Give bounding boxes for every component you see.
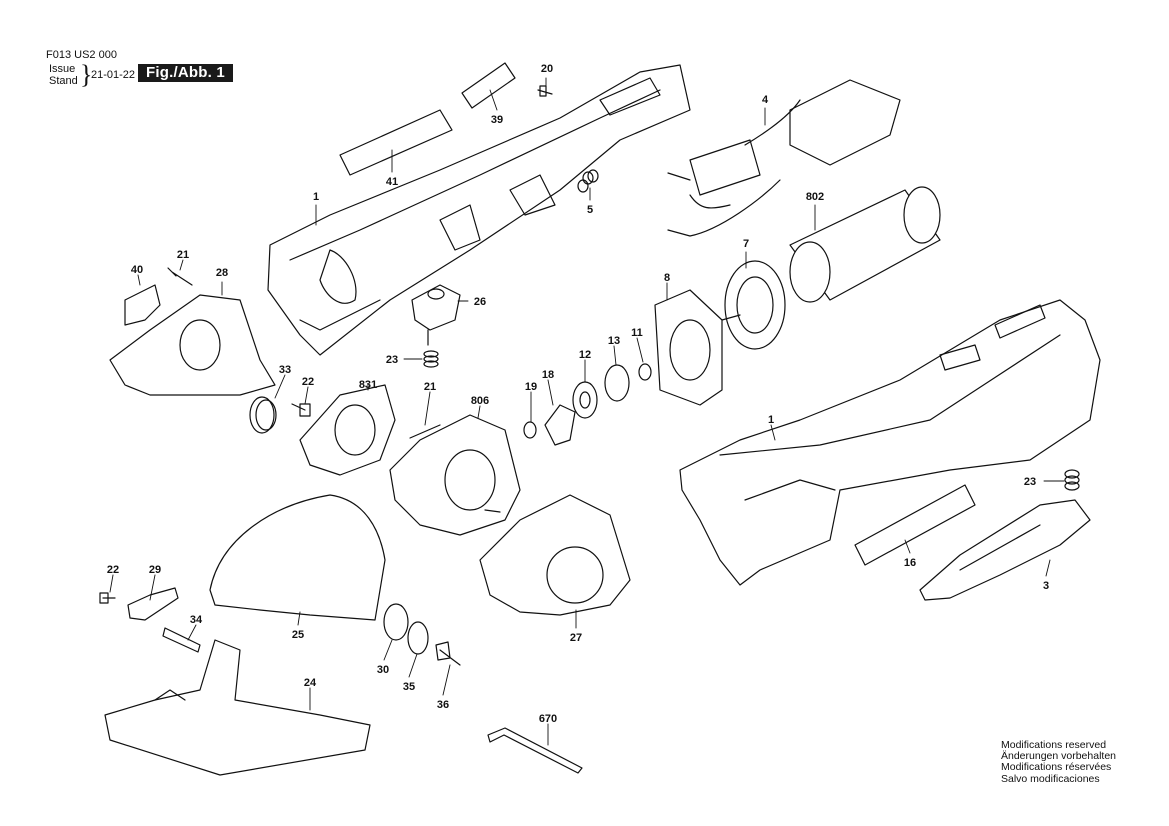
part-number-label: 33 bbox=[279, 364, 291, 376]
base-plate-part bbox=[104, 639, 371, 776]
part-number-label: 3 bbox=[1043, 580, 1049, 592]
label-sticker-part bbox=[854, 484, 976, 566]
bearing-part bbox=[572, 381, 598, 419]
motor-part bbox=[789, 186, 941, 303]
spring-part bbox=[577, 169, 599, 193]
bolt-part bbox=[162, 627, 201, 653]
switch-wiring-part bbox=[667, 79, 901, 237]
part-number-label: 1 bbox=[768, 414, 774, 426]
part-number-label: 806 bbox=[471, 395, 489, 407]
part-number-label: 8 bbox=[664, 272, 670, 284]
part-number-label: 831 bbox=[359, 379, 377, 391]
part-number-label: 23 bbox=[1024, 476, 1036, 488]
part-number-label: 4 bbox=[762, 94, 769, 106]
bevel-pinion-part bbox=[544, 404, 576, 446]
housing-shell-lower-part bbox=[679, 299, 1101, 586]
notice-line: Modifications reserved bbox=[1001, 739, 1107, 751]
part-number-label: 13 bbox=[608, 335, 620, 347]
part-number-label: 670 bbox=[539, 713, 557, 725]
lock-button-part bbox=[411, 284, 461, 346]
gear-part bbox=[721, 260, 786, 350]
leader-lines bbox=[109, 77, 1065, 746]
modifications-notice: Modifications reserved Änderungen vorbeh… bbox=[1001, 739, 1117, 785]
spring-part bbox=[249, 396, 277, 434]
notice-line: Modifications réservées bbox=[1001, 761, 1112, 774]
part-number-label: 23 bbox=[386, 354, 398, 366]
blade-guard-part bbox=[209, 494, 386, 621]
figure-title: Fig./Abb. 1 bbox=[138, 64, 233, 82]
document-code: F013 US2 000 bbox=[46, 49, 117, 61]
hex-key-part bbox=[487, 727, 583, 774]
screw-part bbox=[409, 424, 441, 439]
issue-label: Issue bbox=[49, 63, 76, 75]
part-number-label: 35 bbox=[403, 681, 415, 693]
washer-part bbox=[407, 621, 429, 655]
screw-part bbox=[537, 85, 553, 97]
notice-line: Salvo modificaciones bbox=[1001, 772, 1100, 785]
part-number-label: 802 bbox=[806, 191, 824, 203]
lever-part bbox=[127, 587, 179, 621]
washer-part bbox=[383, 603, 409, 641]
part-number-label: 21 bbox=[424, 381, 436, 393]
part-number-label: 27 bbox=[570, 632, 582, 644]
issue-date: 21-01-22 bbox=[91, 69, 136, 81]
part-number-label: 26 bbox=[474, 296, 486, 308]
part-number-label: 11 bbox=[631, 327, 643, 339]
part-number-label: 16 bbox=[904, 557, 916, 569]
screw-part bbox=[99, 592, 116, 604]
drawing-header: F013 US2 000 Issue Stand } 21-01-22 Fig.… bbox=[0, 0, 300, 100]
part-number-label: 19 bbox=[525, 381, 537, 393]
part-number-label: 24 bbox=[304, 677, 317, 689]
notice-line: Änderungen vorbehalten bbox=[1001, 750, 1117, 763]
base-housing-part bbox=[479, 494, 631, 616]
spring-part bbox=[1064, 469, 1080, 491]
part-number-labels: 20 39 41 1 5 4 802 7 21 40 28 26 8 23 33… bbox=[107, 63, 1049, 725]
part-number-label: 34 bbox=[190, 614, 203, 626]
label-sticker-part bbox=[339, 109, 453, 176]
screw-part bbox=[291, 403, 311, 417]
ring-part bbox=[604, 364, 630, 402]
bearing-flange-part bbox=[654, 289, 723, 406]
part-number-label: 28 bbox=[216, 267, 228, 279]
part-number-label: 20 bbox=[541, 63, 553, 75]
part-number-label: 5 bbox=[587, 204, 593, 216]
bearing-inner-part bbox=[579, 391, 591, 409]
part-number-label: 21 bbox=[177, 249, 189, 261]
gear-housing-part bbox=[389, 414, 521, 536]
spring-part bbox=[423, 350, 439, 368]
screw-part bbox=[167, 267, 193, 286]
part-number-label: 41 bbox=[386, 176, 398, 188]
part-number-label: 39 bbox=[491, 114, 503, 126]
label-sticker-part bbox=[124, 284, 161, 326]
screw-part bbox=[435, 641, 461, 666]
part-number-label: 7 bbox=[743, 238, 749, 250]
ring-part bbox=[638, 363, 652, 381]
part-number-label: 40 bbox=[131, 264, 143, 276]
part-number-label: 22 bbox=[302, 376, 314, 388]
part-number-label: 1 bbox=[313, 191, 319, 203]
part-number-label: 29 bbox=[149, 564, 161, 576]
part-number-label: 36 bbox=[437, 699, 449, 711]
brace-glyph: } bbox=[80, 60, 93, 89]
label-sticker-part bbox=[461, 62, 516, 109]
part-number-label: 30 bbox=[377, 664, 389, 676]
part-number-label: 18 bbox=[542, 369, 554, 381]
housing-shell-upper-part bbox=[267, 64, 691, 356]
part-number-label: 12 bbox=[579, 349, 591, 361]
nut-part bbox=[523, 421, 537, 439]
stand-label: Stand bbox=[49, 75, 78, 87]
part-number-label: 25 bbox=[292, 629, 304, 641]
battery-latch-part bbox=[919, 499, 1091, 601]
part-number-label: 22 bbox=[107, 564, 119, 576]
gear-housing-cover-part bbox=[109, 294, 276, 396]
bearing-housing-part bbox=[299, 384, 396, 476]
